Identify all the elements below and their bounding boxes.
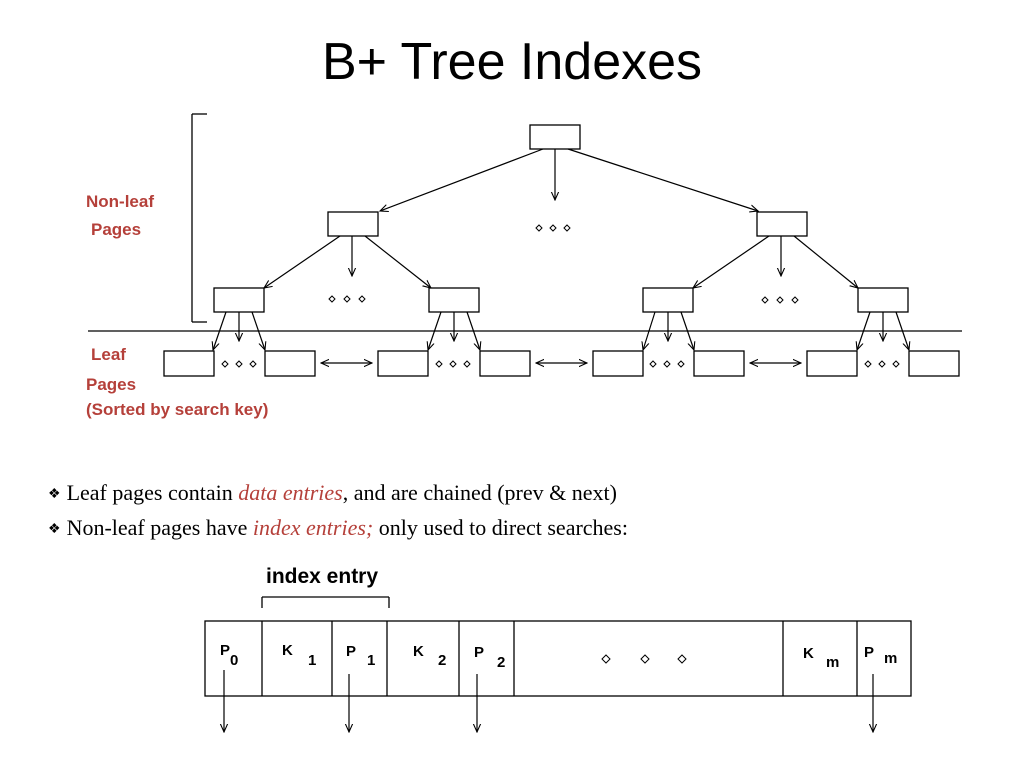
level2-edges: [264, 235, 858, 288]
leaf-label-line1: Leaf: [91, 345, 126, 364]
leaf-page: [479, 350, 531, 377]
index-page-record: [204, 620, 912, 697]
leaf-label-line3: (Sorted by search key): [86, 400, 268, 419]
level3-node-2: [428, 287, 480, 313]
cell-main: K: [282, 642, 293, 659]
bullet-text: , and are chained (prev & next): [342, 480, 617, 505]
index-record-cells: P 0 K 1 P 1 K 2 P 2 K m P m: [220, 642, 897, 671]
nonleaf-label-line2: Pages: [91, 220, 141, 239]
cell-sub: 1: [308, 652, 316, 669]
leaf-page: [908, 350, 960, 377]
nonleaf-label-line1: Non-leaf: [86, 192, 154, 211]
cell-main: P: [864, 644, 874, 661]
cell-sub: 2: [497, 654, 505, 671]
bullet-text: Non-leaf pages have: [66, 515, 253, 540]
level2-node-right: [756, 211, 808, 237]
level3-node-1: [213, 287, 265, 313]
cell-main: P: [220, 642, 230, 659]
bullet-emphasis: index entries;: [252, 515, 374, 540]
diamond-bullet-icon: ❖: [48, 522, 61, 537]
index-record-ellipsis: [601, 654, 687, 664]
level3-edges: [213, 311, 909, 350]
level2-node-left: [327, 211, 379, 237]
index-entry-bracket: [261, 596, 390, 608]
level3-node-4: [857, 287, 909, 313]
pointer-arrows: [224, 670, 873, 732]
leaf-page: [806, 350, 858, 377]
level2-ellipsis: [535, 224, 571, 232]
level3-ellipsis: [328, 295, 799, 304]
leaf-page: [592, 350, 644, 377]
bullet-emphasis: data entries: [238, 480, 343, 505]
root-node: [529, 124, 581, 150]
cell-sub: 2: [438, 652, 446, 669]
diamond-bullet-icon: ❖: [48, 487, 61, 502]
leaf-pages: [163, 350, 960, 377]
bullet-item: ❖ Non-leaf pages have index entries; only…: [48, 512, 628, 547]
leaf-page: [693, 350, 745, 377]
level3-node-3: [642, 287, 694, 313]
bullet-text: only used to direct searches:: [373, 515, 628, 540]
cell-main: P: [474, 644, 484, 661]
bullet-text: Leaf pages contain: [66, 480, 239, 505]
bullet-list: ❖ Leaf pages contain data entries, and ar…: [48, 477, 628, 547]
index-entry-label: index entry: [266, 565, 378, 588]
cell-main: K: [803, 645, 814, 662]
cell-sub: m: [884, 650, 897, 667]
cell-main: K: [413, 643, 424, 660]
leaf-page: [163, 350, 215, 377]
cell-sub: m: [826, 654, 839, 671]
nonleaf-bracket: [191, 113, 207, 323]
leaf-page: [264, 350, 316, 377]
index-record-dividers: [261, 621, 858, 696]
slide-title: B+ Tree Indexes: [321, 33, 703, 91]
cell-main: P: [346, 643, 356, 660]
leaf-ellipsis: [221, 360, 900, 368]
cell-sub: 0: [230, 652, 238, 669]
cell-sub: 1: [367, 652, 375, 669]
root-edges: [380, 148, 758, 211]
leaf-label-line2: Pages: [86, 375, 136, 394]
leaf-page: [377, 350, 429, 377]
bullet-item: ❖ Leaf pages contain data entries, and ar…: [48, 477, 628, 512]
